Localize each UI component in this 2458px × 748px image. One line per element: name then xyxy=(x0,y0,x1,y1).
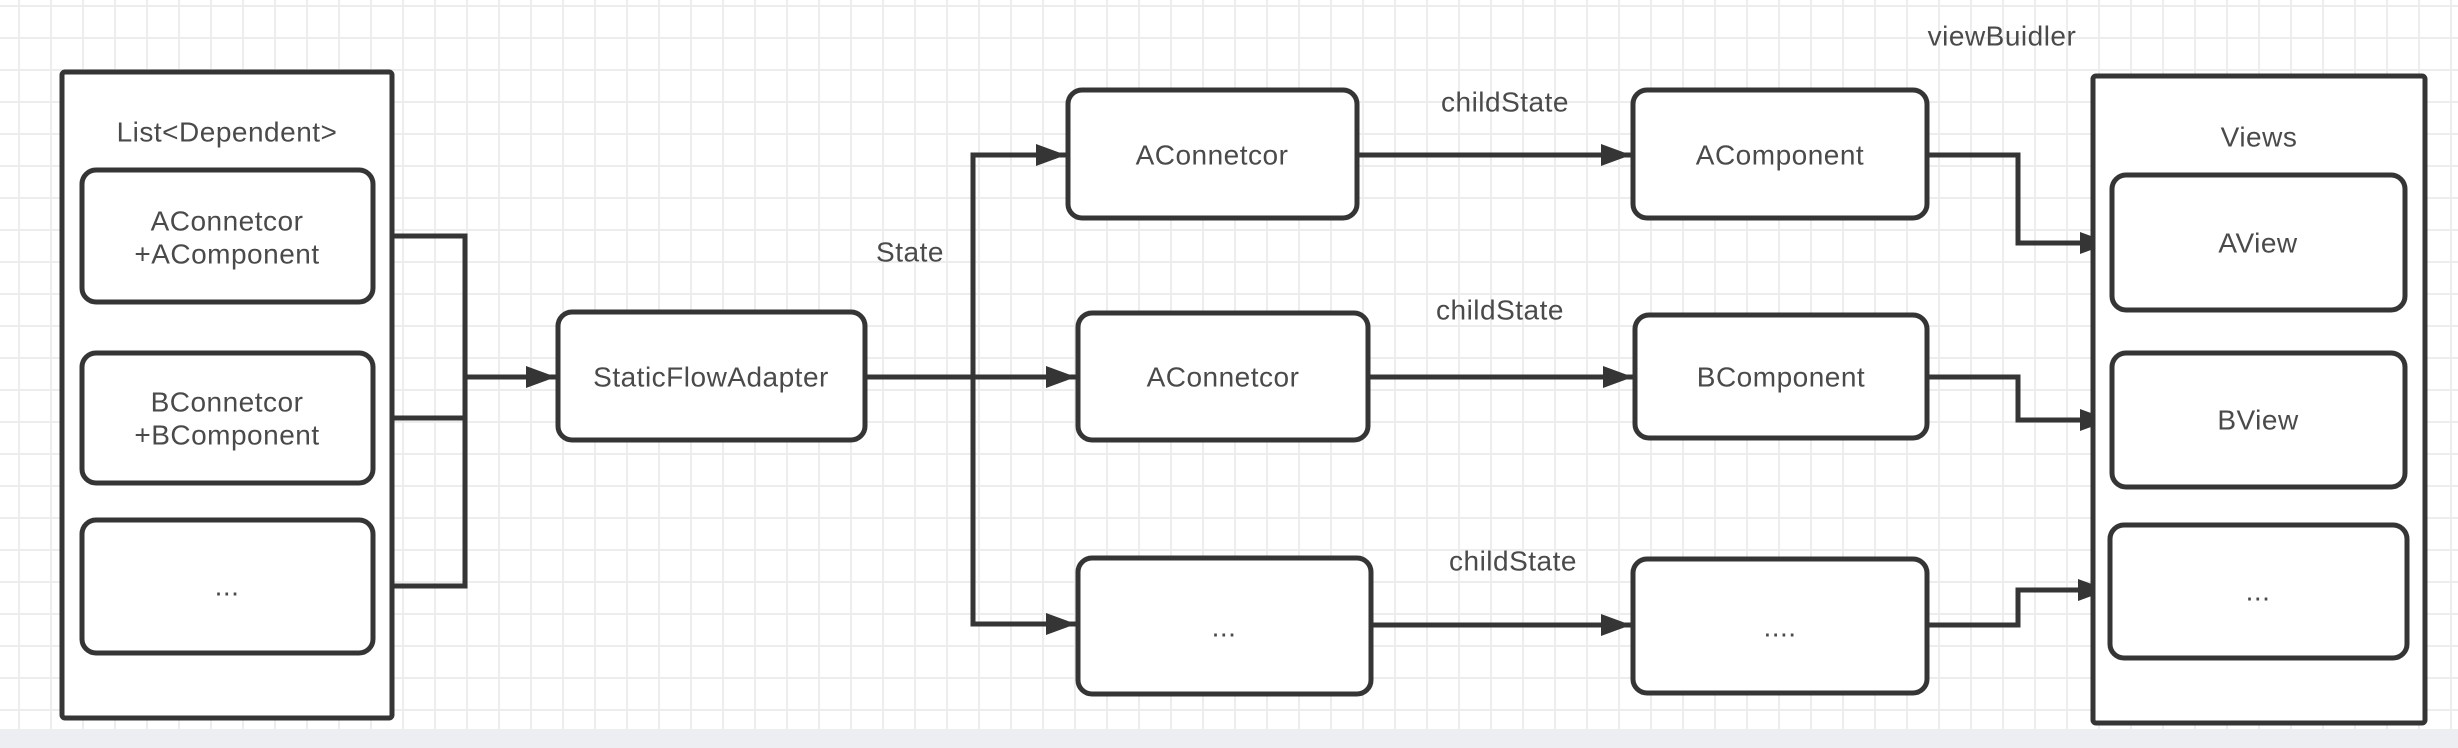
dependents-panel-title: List<Dependent> xyxy=(117,117,338,148)
dependent-item-b-line1: BConnetcor xyxy=(151,387,304,418)
connector3-label: ... xyxy=(1212,612,1237,643)
dependent-item-a-line1: AConnetcor xyxy=(151,206,304,237)
edge-component2-to-view-b-arrow xyxy=(1924,374,2111,431)
dependent-item-b-box xyxy=(79,350,376,486)
connector2-box xyxy=(1075,310,1371,443)
view-builder-label: viewBuidler xyxy=(1928,21,2077,52)
dependent-item-c-label: ... xyxy=(215,571,240,602)
canvas-bottom-strip xyxy=(0,729,2458,748)
view-c-box xyxy=(2107,522,2410,661)
view-c-label: ... xyxy=(2246,576,2271,607)
component1-label: AComponent xyxy=(1696,140,1864,171)
edge-component1-to-view-a-arrow xyxy=(1924,152,2111,254)
component3-label: .... xyxy=(1763,612,1796,643)
dependent-item-c-box xyxy=(79,517,376,656)
view-b-box xyxy=(2109,350,2408,490)
component2-label: BComponent xyxy=(1697,362,1865,393)
connector1-box xyxy=(1065,87,1360,221)
view-a-box xyxy=(2109,172,2408,313)
component3-box xyxy=(1630,556,1930,696)
child-state-label-3: childState xyxy=(1449,546,1577,577)
static-flow-adapter-box xyxy=(555,309,868,443)
views-panel-title: Views xyxy=(2221,122,2298,153)
static-flow-adapter-label: StaticFlowAdapter xyxy=(593,362,829,393)
state-label: State xyxy=(876,237,944,268)
component1-box xyxy=(1630,87,1930,221)
connector3-box xyxy=(1075,555,1374,697)
dependent-item-a-line2: +AComponent xyxy=(134,239,319,270)
view-a-label: AView xyxy=(2218,228,2298,259)
child-state-label-2: childState xyxy=(1436,295,1564,326)
view-b-label: BView xyxy=(2217,405,2299,436)
connector1-label: AConnetcor xyxy=(1136,140,1289,171)
dependent-item-b-line2: +BComponent xyxy=(134,420,319,451)
edge-component3-to-view-c-arrow xyxy=(1924,579,2109,628)
component2-box xyxy=(1632,312,1930,441)
child-state-label-1: childState xyxy=(1441,87,1569,118)
connector2-label: AConnetcor xyxy=(1147,362,1300,393)
dependent-item-a-box xyxy=(79,167,376,305)
